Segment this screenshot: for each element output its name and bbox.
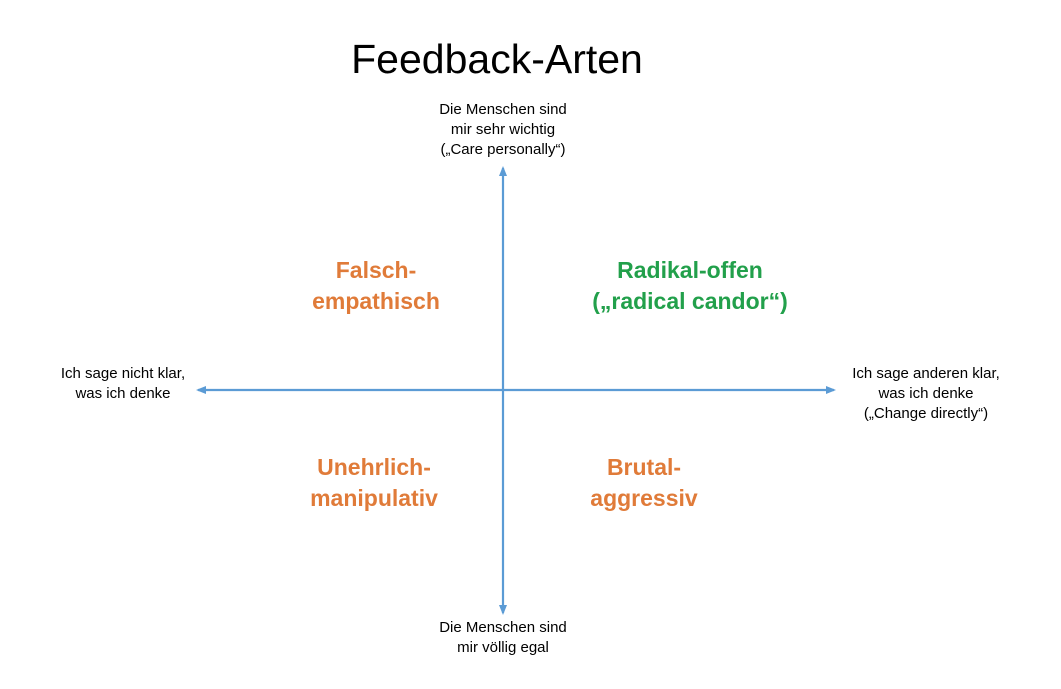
quadrant-bottom-left-line-2: manipulativ <box>310 485 438 511</box>
axis-label-right-line-3: („Change directly“) <box>863 405 989 422</box>
quadrant-bottom-left-line-1: Unehrlich- <box>317 454 431 480</box>
axis-label-bottom-line-1: Die Menschen sind <box>439 619 567 636</box>
axis-label-top-line-2: mir sehr wichtig <box>450 121 556 138</box>
axis-label-right: Ich sage anderen klar, was ich denke („C… <box>836 364 1016 424</box>
axis-label-bottom-line-2: mir völlig egal <box>457 639 549 656</box>
quadrant-top-left-line-2: empathisch <box>312 288 440 314</box>
axis-label-left: Ich sage nicht klar, was ich denke <box>40 364 206 404</box>
axis-label-top-line-1: Die Menschen sind <box>439 101 567 118</box>
axis-label-top: Die Menschen sind mir sehr wichtig („Car… <box>403 100 603 160</box>
quadrant-top-right-line-2: („radical candor“) <box>592 288 788 314</box>
axis-label-top-line-3: („Care personally“) <box>440 141 566 158</box>
axis-label-right-line-1: Ich sage anderen klar, <box>852 365 1000 382</box>
axis-label-bottom: Die Menschen sind mir völlig egal <box>403 618 603 658</box>
quadrant-bottom-right-line-2: aggressiv <box>590 485 698 511</box>
page-title: Feedback-Arten <box>351 36 643 82</box>
axis-label-left-line-1: Ich sage nicht klar, <box>60 365 186 382</box>
axis-label-left-line-2: was ich denke <box>75 385 171 402</box>
quadrant-bottom-right: Brutal- aggressiv <box>544 452 744 514</box>
quadrant-top-right-line-1: Radikal-offen <box>617 257 763 283</box>
quadrant-top-left: Falsch- empathisch <box>276 255 476 317</box>
axis-label-right-line-2: was ich denke <box>878 385 974 402</box>
quadrant-bottom-right-line-1: Brutal- <box>606 454 682 480</box>
quadrant-top-right: Radikal-offen („radical candor“) <box>560 255 820 317</box>
quadrant-bottom-left: Unehrlich- manipulativ <box>274 452 474 514</box>
quadrant-top-left-line-1: Falsch- <box>335 257 417 283</box>
